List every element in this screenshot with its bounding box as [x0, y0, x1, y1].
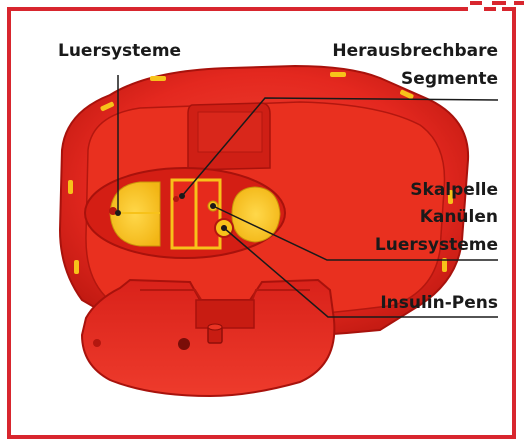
- label-segmente: Segmente: [401, 68, 498, 90]
- label-kanuelen: Kanülen: [420, 206, 498, 228]
- label-insulin-pens: Insulin-Pens: [380, 292, 498, 314]
- lid-knob: [208, 324, 222, 343]
- label-herausbrechbare: Herausbrechbare: [332, 40, 498, 62]
- label-luersysteme-right: Luersysteme: [375, 234, 498, 256]
- label-skalpelle: Skalpelle: [410, 179, 498, 201]
- label-luersysteme-left: Luersysteme: [58, 40, 181, 62]
